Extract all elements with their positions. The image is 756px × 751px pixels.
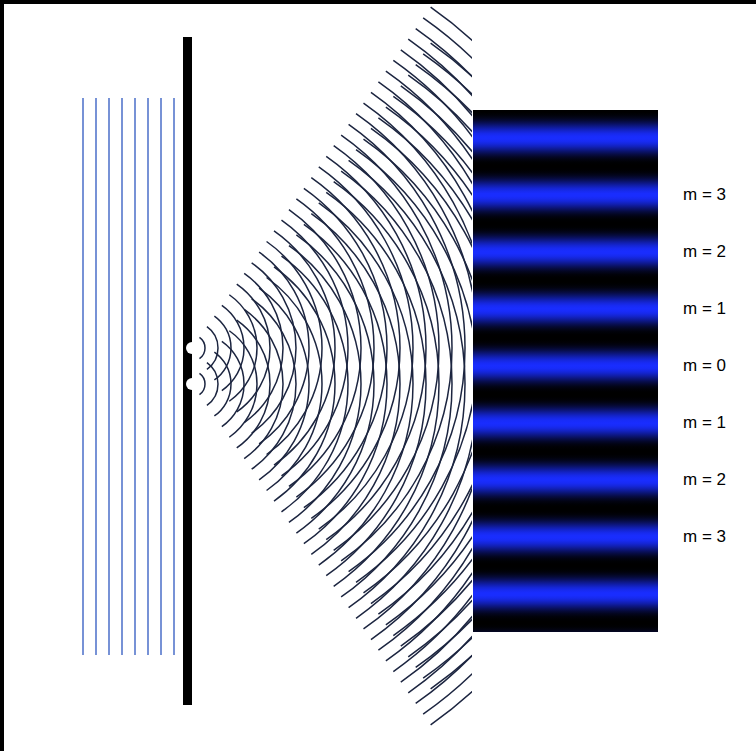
circular-wavefront (281, 256, 348, 512)
plane-wavefront (173, 98, 175, 655)
circular-wavefront (214, 352, 231, 416)
order-label: m = 2 (683, 470, 726, 490)
order-label: m = 3 (683, 527, 726, 547)
circular-wavefront (386, 107, 472, 661)
circular-wavefront (296, 235, 374, 533)
circular-wavefront (364, 103, 473, 593)
circular-wavefront (326, 192, 426, 575)
circular-wavefront (319, 167, 413, 529)
plane-wavefront (95, 98, 97, 655)
circular-wavefront (408, 75, 472, 693)
plane-wavefront (160, 98, 162, 655)
plane-wavefront (121, 98, 123, 655)
circular-wavefront (207, 363, 218, 406)
circular-wavefront (364, 139, 473, 629)
circular-wavefront (423, 54, 472, 714)
slit-opening (186, 342, 198, 354)
circular-wavefront (416, 65, 472, 704)
circular-wavefront (311, 214, 400, 555)
plane-wavefront (82, 98, 84, 655)
circular-wavefront (304, 224, 387, 543)
plane-wavefront (134, 98, 136, 655)
circular-wavefront (274, 231, 335, 465)
circular-wavefront (229, 295, 257, 401)
circular-wavefront (252, 299, 296, 469)
circular-wavefront (244, 273, 283, 422)
order-label: m = 1 (683, 299, 726, 319)
circular-wavefront (378, 118, 472, 650)
slit-barrier (183, 37, 192, 705)
circular-wavefront (334, 182, 439, 587)
circular-wavefront (222, 341, 244, 426)
slit-opening (186, 378, 198, 390)
circular-wavefront (431, 43, 472, 725)
circular-wavefront (259, 252, 309, 444)
circular-wavefront (371, 92, 472, 603)
circular-wavefront (237, 320, 270, 448)
circular-wavefront (229, 331, 257, 437)
frame-edge (0, 0, 4, 751)
circular-wavefront (237, 284, 270, 412)
circular-wavefront (289, 246, 361, 523)
circular-wavefront (259, 288, 309, 480)
circular-wavefront (401, 86, 472, 682)
circular-wavefront (199, 373, 205, 394)
circular-wavefront (207, 327, 218, 370)
circular-wavefront (319, 203, 413, 565)
order-label: m = 0 (683, 356, 726, 376)
circular-wavefront (371, 128, 472, 639)
frame-edge (0, 0, 756, 4)
order-label: m = 2 (683, 242, 726, 262)
circular-wavefront (222, 305, 244, 390)
circular-wavefront (423, 18, 472, 678)
order-label: m = 3 (683, 185, 726, 205)
plane-wavefront (147, 98, 149, 655)
fringe-screen (473, 110, 658, 632)
order-label: m = 1 (683, 413, 726, 433)
circular-wavefront (244, 309, 283, 458)
circular-wavefronts (199, 7, 472, 725)
plane-wavefront (108, 98, 110, 655)
plane-wavefronts (83, 98, 174, 655)
circular-wavefront (356, 150, 472, 619)
circular-wavefront (199, 337, 205, 358)
circular-wavefront (393, 96, 472, 671)
circular-wavefront (274, 267, 335, 501)
